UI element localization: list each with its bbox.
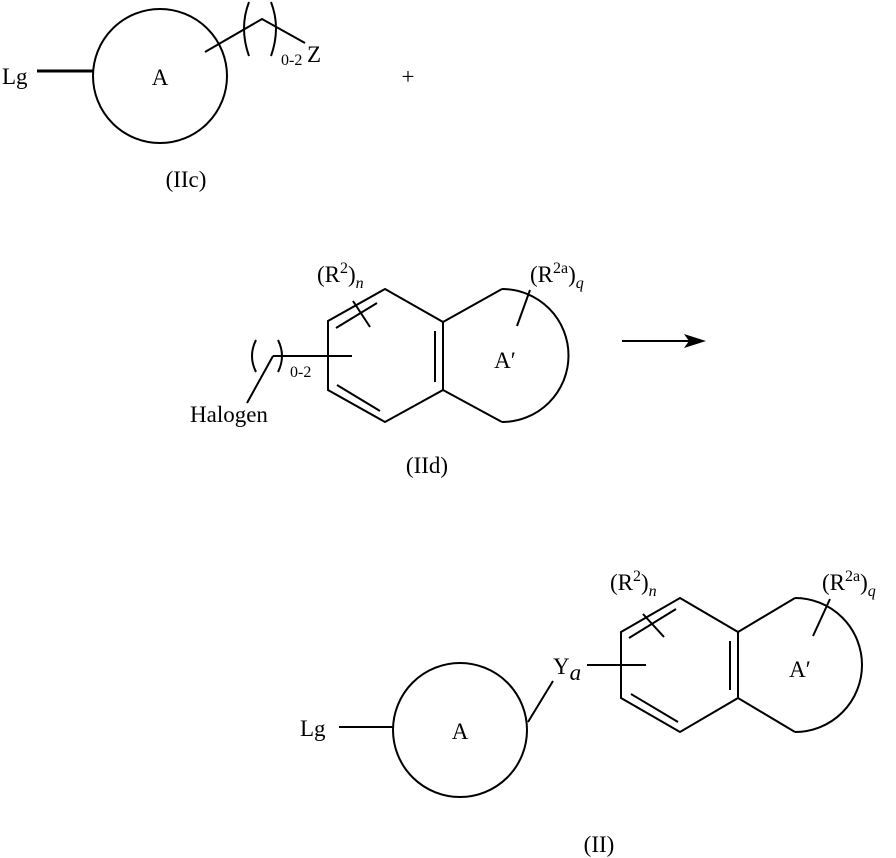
ring-a-prime-arc bbox=[794, 597, 863, 733]
r2a-substituent-bond bbox=[812, 598, 831, 637]
double-bond-inner bbox=[336, 384, 381, 412]
ring-bond bbox=[737, 697, 796, 733]
ring-a bbox=[392, 662, 528, 798]
compound-IId: A′ (R2)n (R2a)q 0-2 Halogen (IId) bbox=[190, 260, 584, 478]
r2a-label: (R2a)q bbox=[822, 568, 876, 600]
compound-II: Lg A Ya A′ (R2)n (R2a)q (II) bbox=[300, 568, 876, 857]
arrow-head-icon bbox=[684, 334, 706, 348]
double-bond-inner bbox=[335, 302, 378, 329]
r2-label: (R2)n bbox=[317, 260, 364, 292]
r2a-substituent-bond bbox=[516, 289, 531, 327]
ring-a-label: A bbox=[452, 719, 469, 744]
ring-a-prime-label: A′ bbox=[494, 348, 516, 373]
right-paren bbox=[277, 339, 283, 373]
repeat-count: 0-2 bbox=[281, 52, 302, 69]
linker-bond bbox=[527, 680, 554, 723]
plus-sign: + bbox=[402, 64, 415, 89]
ring-a-label: A bbox=[152, 65, 169, 90]
compound-label: (II) bbox=[584, 832, 615, 857]
compound-label: (IId) bbox=[406, 453, 448, 478]
terminal-group-z: Z bbox=[307, 42, 321, 67]
chain-bond bbox=[204, 17, 306, 53]
compound-IIc: Lg A 0-2 Z (IIc) bbox=[2, 1, 321, 192]
linker-label: Ya bbox=[553, 654, 581, 685]
r2-label: (R2)n bbox=[610, 568, 657, 600]
double-bond-inner bbox=[630, 693, 679, 723]
leaving-group-label: Lg bbox=[2, 64, 28, 89]
ring-a-prime-label: A′ bbox=[789, 657, 811, 682]
ring-bond bbox=[442, 389, 503, 423]
chain-bond bbox=[246, 355, 274, 404]
leaving-group-label: Lg bbox=[300, 716, 326, 741]
repeat-count: 0-2 bbox=[290, 364, 311, 381]
reaction-arrow bbox=[622, 334, 706, 348]
ring-a-prime-arc bbox=[501, 288, 570, 423]
halogen-label: Halogen bbox=[190, 402, 268, 427]
compound-label: (IIc) bbox=[166, 167, 207, 192]
r2a-label: (R2a)q bbox=[530, 260, 584, 292]
left-paren bbox=[243, 1, 250, 57]
left-paren bbox=[251, 339, 257, 373]
ring-bond bbox=[737, 597, 796, 633]
r2-substituent-bond bbox=[352, 300, 371, 328]
ring-bond bbox=[442, 288, 503, 323]
right-paren bbox=[270, 1, 277, 57]
ring-a bbox=[92, 8, 228, 144]
r2-substituent-bond bbox=[642, 613, 665, 638]
